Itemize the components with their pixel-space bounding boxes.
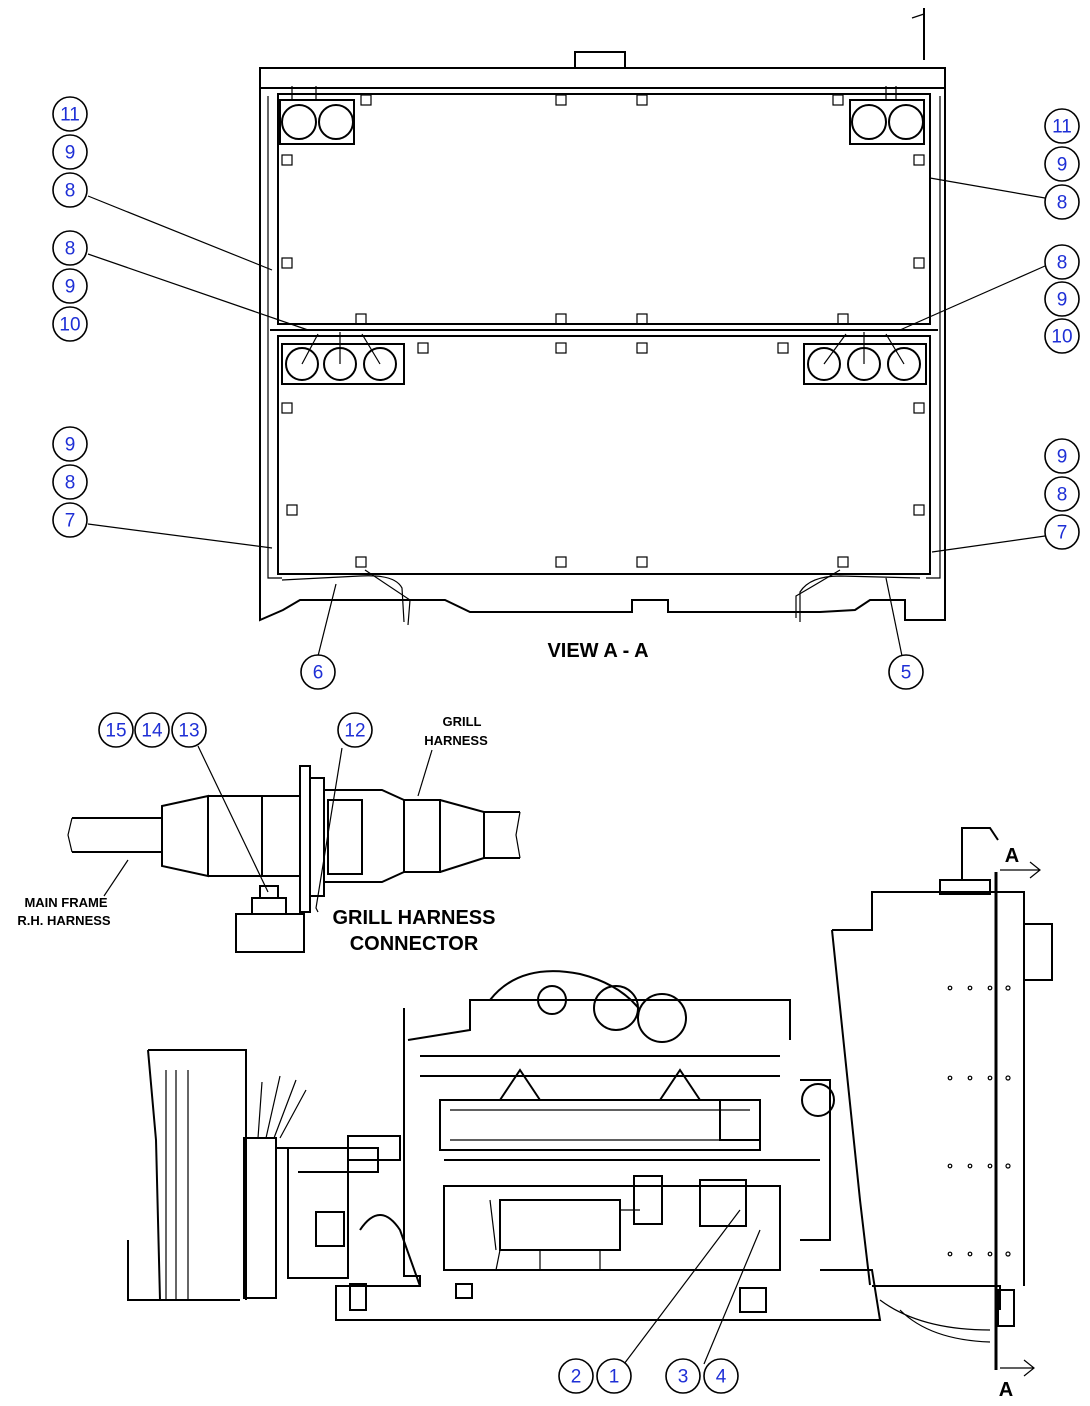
grill-harness-label-1: GRILL bbox=[443, 714, 482, 729]
section-marker-bottom: A bbox=[999, 1379, 1013, 1401]
callout-bottom-6: 6 bbox=[300, 654, 336, 690]
svg-text:14: 14 bbox=[141, 721, 163, 742]
main-frame-label-2: R.H. HARNESS bbox=[17, 913, 111, 928]
svg-text:12: 12 bbox=[344, 721, 365, 742]
callout-left-low-3: 7 bbox=[52, 502, 88, 538]
grill-harness-label-2: HARNESS bbox=[424, 733, 488, 748]
svg-text:8: 8 bbox=[65, 181, 76, 202]
callout-engine-4: 4 bbox=[703, 1358, 739, 1394]
callout-right-top-2: 9 bbox=[1044, 146, 1080, 182]
svg-text:1: 1 bbox=[609, 1367, 620, 1388]
svg-text:3: 3 bbox=[678, 1367, 689, 1388]
callout-right-top-1: 11 bbox=[1044, 108, 1080, 144]
svg-text:13: 13 bbox=[178, 721, 199, 742]
svg-text:9: 9 bbox=[65, 143, 76, 164]
engine-leaders bbox=[623, 1209, 761, 1365]
callouts: 11 9 8 8 9 10 9 8 7 11 9 8 8 9 10 9 8 7 … bbox=[52, 96, 1080, 1394]
callout-right-top-3: 8 bbox=[1044, 184, 1080, 220]
view-a-a-drawing bbox=[259, 8, 946, 626]
callout-left-mid-2: 9 bbox=[52, 268, 88, 304]
callout-connector-14: 14 bbox=[134, 712, 170, 748]
callout-left-top-3: 8 bbox=[52, 172, 88, 208]
callout-left-low-1: 9 bbox=[52, 426, 88, 462]
svg-text:8: 8 bbox=[1057, 253, 1068, 274]
svg-text:15: 15 bbox=[105, 721, 126, 742]
view-title: VIEW A - A bbox=[547, 640, 648, 662]
grill-connector-label-2: CONNECTOR bbox=[350, 933, 479, 955]
callout-connector-15: 15 bbox=[98, 712, 134, 748]
callout-right-mid-3: 10 bbox=[1044, 318, 1080, 354]
callout-right-low-3: 7 bbox=[1044, 514, 1080, 550]
grill-connector-label-1: GRILL HARNESS bbox=[333, 907, 496, 929]
main-frame-label-1: MAIN FRAME bbox=[24, 895, 107, 910]
callout-left-low-2: 8 bbox=[52, 464, 88, 500]
view-leaders bbox=[87, 177, 1046, 657]
svg-text:8: 8 bbox=[65, 473, 76, 494]
callout-right-low-2: 8 bbox=[1044, 476, 1080, 512]
svg-text:9: 9 bbox=[1057, 290, 1068, 311]
callout-engine-2: 2 bbox=[558, 1358, 594, 1394]
svg-text:9: 9 bbox=[1057, 447, 1068, 468]
svg-text:7: 7 bbox=[65, 511, 76, 532]
callout-connector-13: 13 bbox=[171, 712, 207, 748]
callout-engine-1: 1 bbox=[596, 1358, 632, 1394]
svg-text:10: 10 bbox=[1051, 327, 1072, 348]
callout-left-top-2: 9 bbox=[52, 134, 88, 170]
svg-text:10: 10 bbox=[59, 315, 80, 336]
callout-left-top-1: 11 bbox=[52, 96, 88, 132]
callout-connector-12: 12 bbox=[337, 712, 373, 748]
callout-right-mid-1: 8 bbox=[1044, 244, 1080, 280]
svg-text:6: 6 bbox=[313, 663, 324, 684]
callout-bottom-5: 5 bbox=[888, 654, 924, 690]
svg-text:9: 9 bbox=[65, 435, 76, 456]
svg-text:2: 2 bbox=[571, 1367, 582, 1388]
svg-text:9: 9 bbox=[65, 277, 76, 298]
callout-left-mid-1: 8 bbox=[52, 230, 88, 266]
callout-left-mid-3: 10 bbox=[52, 306, 88, 342]
svg-text:7: 7 bbox=[1057, 523, 1068, 544]
svg-text:8: 8 bbox=[65, 239, 76, 260]
callout-right-low-1: 9 bbox=[1044, 438, 1080, 474]
callout-engine-3: 3 bbox=[665, 1358, 701, 1394]
svg-text:11: 11 bbox=[1052, 117, 1072, 138]
engine-side-view-drawing bbox=[127, 827, 1053, 1377]
section-marker-top: A bbox=[1005, 845, 1019, 867]
connector-leaders bbox=[103, 745, 433, 913]
svg-text:9: 9 bbox=[1057, 155, 1068, 176]
svg-text:8: 8 bbox=[1057, 193, 1068, 214]
svg-text:8: 8 bbox=[1057, 485, 1068, 506]
svg-text:5: 5 bbox=[901, 663, 912, 684]
svg-text:4: 4 bbox=[716, 1367, 727, 1388]
svg-text:11: 11 bbox=[60, 105, 80, 126]
callout-right-mid-2: 9 bbox=[1044, 281, 1080, 317]
